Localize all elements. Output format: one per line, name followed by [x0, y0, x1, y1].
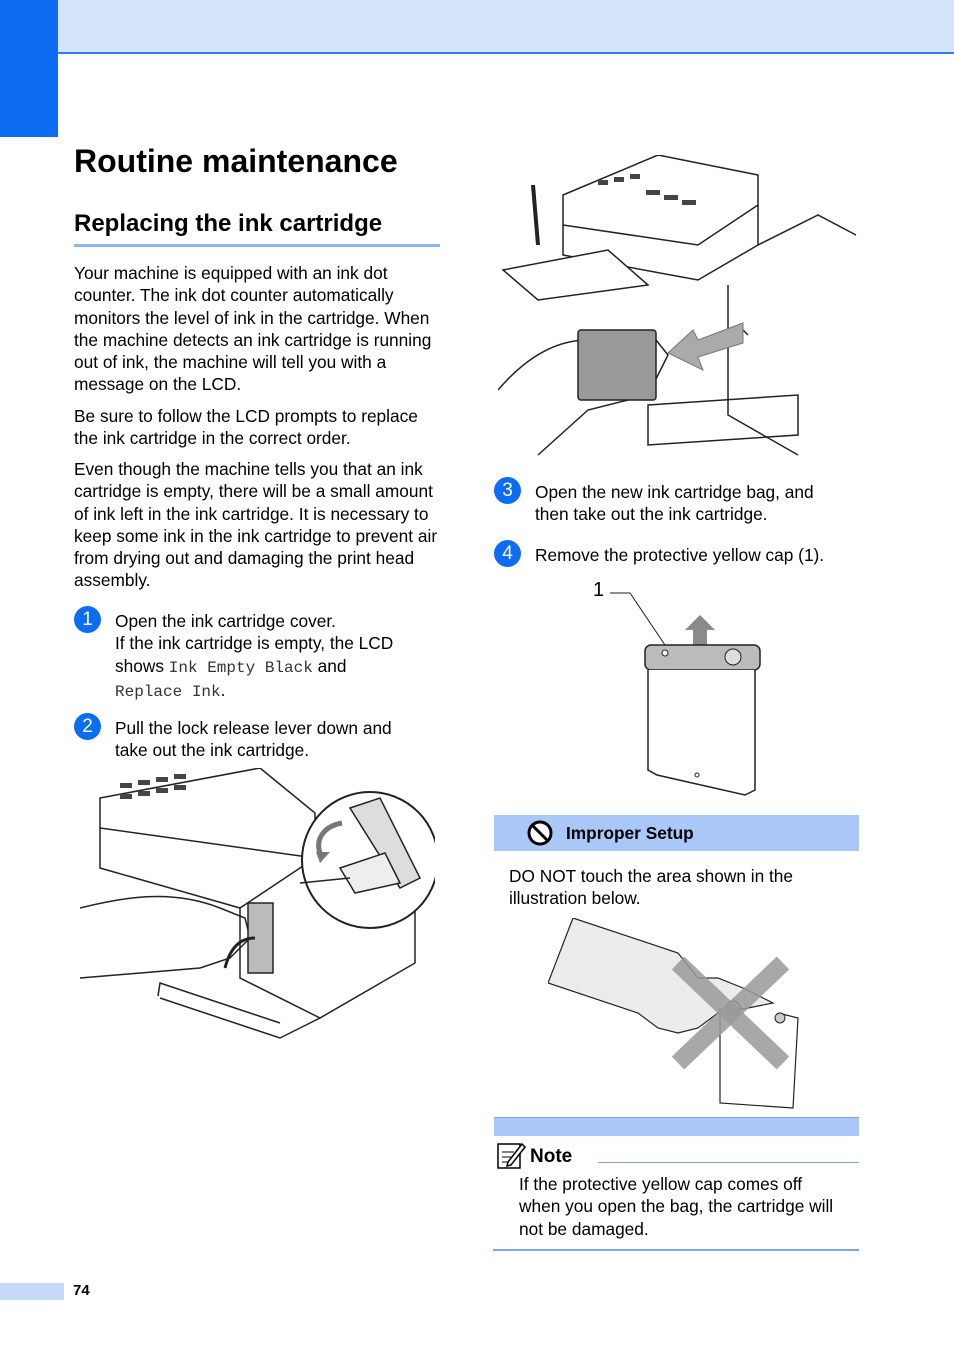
- chapter-tab: [0, 0, 58, 137]
- improper-setup-end-bar: [494, 1117, 859, 1136]
- step-1-line-4: Replace Ink.: [115, 679, 393, 703]
- note-end-rule: [493, 1249, 859, 1251]
- callout-label: 1: [593, 579, 605, 601]
- step-1-period: .: [220, 679, 226, 700]
- note-line-2: when you open the bag, the cartridge wil…: [519, 1196, 834, 1217]
- do-not-touch-illustration: [548, 918, 799, 1109]
- step-1-line-1: Open the ink cartridge cover.: [115, 611, 336, 631]
- intro-paragraph-3: Even though the machine tells you that a…: [74, 459, 438, 591]
- step-3-line-1: Open the new ink cartridge bag, and: [535, 482, 814, 502]
- step-1-shows: shows: [115, 655, 169, 676]
- note-rule: [598, 1162, 859, 1163]
- note-line-3: not be damaged.: [519, 1218, 649, 1239]
- note-text: If the protective yellow cap comes off w…: [519, 1173, 833, 1240]
- section-title: Replacing the ink cartridge: [74, 210, 383, 237]
- lcd-message-2: Replace Ink: [115, 682, 221, 701]
- improper-setup-text: DO NOT touch the area shown in the illus…: [509, 865, 793, 910]
- improper-setup-bar: [494, 815, 859, 851]
- lever-release-illustration: [80, 768, 435, 1039]
- step-1-line-2: If the ink cartridge is empty, the LCD: [115, 633, 394, 654]
- step-1-and: and: [312, 655, 347, 676]
- chapter-title: Routine maintenance: [74, 143, 398, 179]
- step-2-line-1: Pull the lock release lever down and: [115, 718, 392, 738]
- step-2-line-2: take out the ink cartridge.: [115, 740, 310, 761]
- improper-setup-title: Improper Setup: [566, 823, 694, 843]
- step-number-4: 4: [494, 540, 521, 567]
- step-number-2: 2: [74, 713, 101, 740]
- prohibited-icon: [527, 820, 553, 846]
- intro-paragraph-2: Be sure to follow the LCD prompts to rep…: [74, 406, 418, 449]
- footer-band: [0, 1283, 64, 1300]
- lcd-message-1: Ink Empty Black: [168, 658, 313, 677]
- cartridge-cap-illustration: [610, 592, 761, 796]
- step-4-text: Remove the protective yellow cap (1).: [535, 544, 824, 566]
- step-3-line-2: then take out the ink cartridge.: [535, 504, 768, 525]
- step-number-1: 1: [74, 606, 101, 633]
- header-band: [58, 0, 954, 54]
- note-pencil-icon: [497, 1142, 526, 1169]
- section-rule: [74, 244, 440, 247]
- step-2-text: Pull the lock release lever down and tak…: [115, 717, 392, 762]
- step-number-3: 3: [494, 477, 521, 504]
- step-4-line-1: Remove the protective yellow cap (1).: [535, 545, 825, 565]
- step-1-line-3: shows Ink Empty Black and: [115, 655, 393, 679]
- step-3-text: Open the new ink cartridge bag, and then…: [535, 481, 814, 526]
- note-line-1: If the protective yellow cap comes off: [519, 1174, 803, 1194]
- intro-paragraph-1: Your machine is equipped with an ink dot…: [74, 263, 432, 395]
- step-1-text: Open the ink cartridge cover. If the ink…: [115, 610, 393, 703]
- note-title: Note: [530, 1146, 573, 1167]
- page-number: 74: [73, 1282, 90, 1299]
- cartridge-removal-illustration: [498, 155, 857, 456]
- improper-line-1: DO NOT touch the area shown in the: [509, 866, 794, 886]
- improper-line-2: illustration below.: [509, 888, 641, 909]
